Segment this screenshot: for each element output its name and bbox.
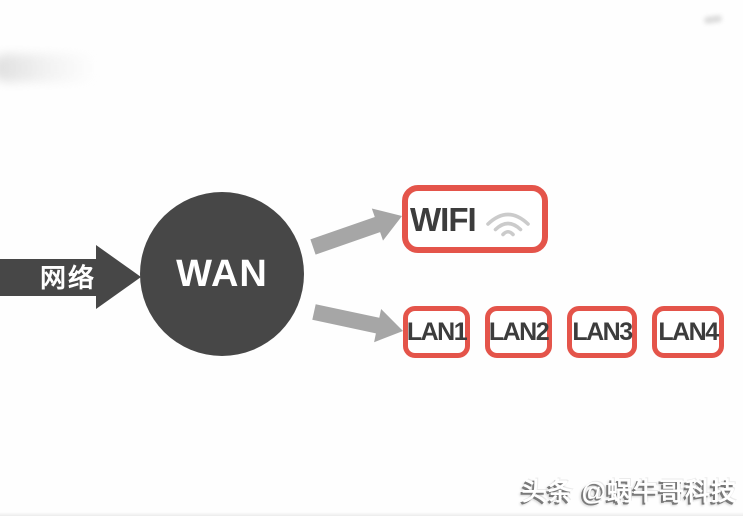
input-arrow xyxy=(0,259,97,296)
blur-artifact-top-right xyxy=(703,14,723,25)
lan1-label: LAN1 xyxy=(406,317,468,346)
wifi-port-box: WIFI xyxy=(402,185,548,253)
arrow-wan-to-wifi xyxy=(310,208,402,255)
input-arrow-label: 网络 xyxy=(39,263,96,293)
watermark: 头条 @蜗牛哥科技 xyxy=(521,478,737,506)
wan-label: WAN xyxy=(176,252,268,295)
lan-port-box-3: LAN3 xyxy=(567,306,637,358)
wifi-label: WIFI xyxy=(410,200,477,238)
lan4-label: LAN4 xyxy=(658,317,719,346)
lan-port-box-1: LAN1 xyxy=(403,306,470,358)
arrow-wan-to-lan xyxy=(312,304,403,343)
wan-node: WAN xyxy=(140,192,304,356)
frame-bottom-edge xyxy=(0,512,743,516)
lan-ports-row: LAN1 LAN2 LAN3 LAN4 xyxy=(403,306,724,358)
lan3-label: LAN3 xyxy=(572,317,633,346)
wifi-signal-icon xyxy=(485,212,530,237)
lan2-label: LAN2 xyxy=(488,317,550,346)
lan-port-box-2: LAN2 xyxy=(485,306,552,358)
lan-port-box-4: LAN4 xyxy=(652,306,724,358)
input-arrow-head xyxy=(96,245,141,309)
blur-artifact-top-left xyxy=(0,54,96,82)
